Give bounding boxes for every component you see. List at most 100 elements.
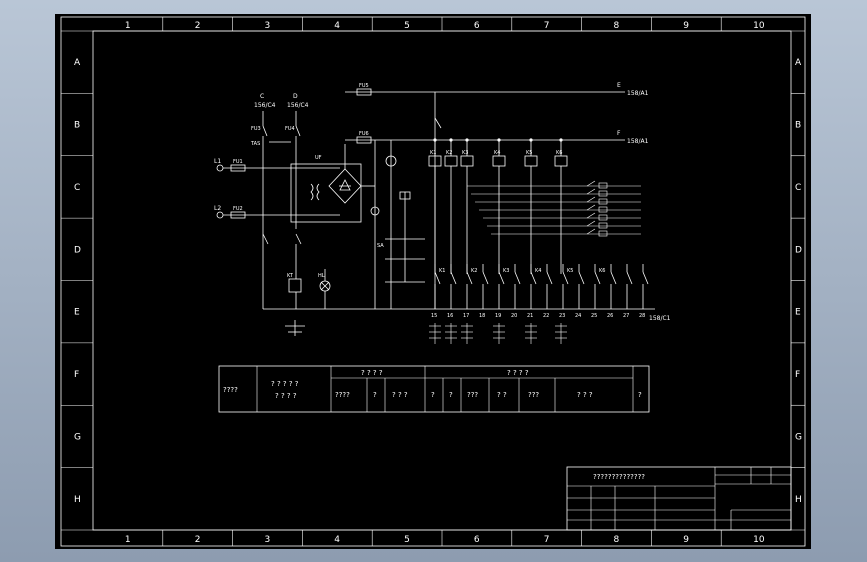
table-cell-last: ? <box>638 391 642 399</box>
zone-column-top: 5 <box>404 21 410 31</box>
title-text: ?????????????? <box>593 473 645 481</box>
relay-label: K2 <box>446 150 452 156</box>
title-block-border <box>566 466 792 531</box>
zone-row-right: G <box>795 432 802 442</box>
fuse-fu1 <box>230 164 246 172</box>
meter-a <box>385 155 397 167</box>
terminal-number: 17 <box>463 313 469 319</box>
zone-column-top: 3 <box>265 21 271 31</box>
label-bus-e-ref: 158/A1 <box>627 90 649 97</box>
zone-column-top: 4 <box>334 21 340 31</box>
contact-label: K5 <box>567 268 573 274</box>
coil-kt <box>288 278 302 293</box>
relay-coil <box>444 155 458 167</box>
legend-contact <box>586 180 596 187</box>
junction-dot <box>465 138 469 142</box>
junction-dot <box>433 138 437 142</box>
table-cell-c1: ???? <box>223 386 238 394</box>
junction-dot <box>559 138 563 142</box>
zone-row-right: F <box>795 370 800 380</box>
relay-label: K3 <box>462 150 468 156</box>
legend-box <box>598 222 608 229</box>
rectifier-block: UF <box>290 144 375 223</box>
table-cell-g2c: ??? <box>467 391 478 399</box>
fuse-fu6 <box>356 136 372 144</box>
legend-box <box>598 198 608 205</box>
legend-box <box>598 214 608 221</box>
zone-column-bottom: 1 <box>125 535 131 545</box>
zone-row-left: A <box>74 58 81 68</box>
label-tas: TAS <box>250 141 260 147</box>
contact-blade <box>562 271 569 285</box>
contact-blade <box>482 271 489 285</box>
label-fu6: FU6 <box>359 131 369 137</box>
switch-main <box>434 117 442 129</box>
relay-label: K6 <box>556 150 562 156</box>
table-cell-c2b: ? ? ? ? <box>275 392 297 400</box>
legend-contact <box>586 204 596 211</box>
zone-column-top: 9 <box>683 21 689 31</box>
terminal-number: 22 <box>543 313 549 319</box>
label-d-ref: 156/C4 <box>287 102 309 109</box>
contact-blade <box>466 271 473 285</box>
zone-row-right: H <box>795 495 802 505</box>
zone-column-bottom: 6 <box>474 535 480 545</box>
label-fu3: FU3 <box>251 126 261 132</box>
label-fu4: FU4 <box>285 126 295 132</box>
zone-row-left: F <box>74 370 79 380</box>
label-kt: KT <box>287 273 294 279</box>
zone-column-bottom: 3 <box>265 535 271 545</box>
zone-row-left: C <box>74 183 80 193</box>
terminal-number: 25 <box>591 313 597 319</box>
contact-blade <box>434 271 441 285</box>
contact-blade <box>450 271 457 285</box>
label-fu1: FU1 <box>233 159 243 165</box>
zone-column-top: 7 <box>544 21 550 31</box>
contact-blade <box>642 271 649 285</box>
fuse-fu5 <box>356 88 372 96</box>
fuse-fu2 <box>230 211 246 219</box>
title-block: ?????????????? <box>566 466 792 531</box>
label-l2: L2 <box>214 205 221 212</box>
zone-column-bottom: 4 <box>334 535 340 545</box>
relay-label: K5 <box>526 150 532 156</box>
table-cell-c2a: ? ? ? ? ? <box>271 380 299 388</box>
terminal-number: 21 <box>527 313 533 319</box>
contact-blade <box>578 271 585 285</box>
legend-box <box>598 206 608 213</box>
relay-coil <box>460 155 474 167</box>
table-cell-g1b: ? <box>373 391 377 399</box>
component-table: ???? ? ? ? ? ? ? ? ? ? ? ? ? ? ???? ? ? … <box>218 365 650 413</box>
terminal-number: 19 <box>495 313 501 319</box>
table-cell-g2: ? ? ? ? <box>507 369 529 377</box>
contact-lower-d <box>295 233 302 245</box>
zone-row-left: E <box>74 308 80 318</box>
zone-column-bottom: 7 <box>544 535 550 545</box>
junction-dot <box>497 138 501 142</box>
terminal-number: 27 <box>623 313 629 319</box>
table-cell-g2e: ??? <box>528 391 539 399</box>
terminal-number: 24 <box>575 313 581 319</box>
junction-dot <box>449 138 453 142</box>
terminal-number: 20 <box>511 313 517 319</box>
sa-relay <box>399 191 411 200</box>
terminal-number: 26 <box>607 313 613 319</box>
zone-column-top: 2 <box>195 21 201 31</box>
terminal-number: 28 <box>639 313 645 319</box>
contact-label: K1 <box>439 268 445 274</box>
zone-column-top: 8 <box>614 21 620 31</box>
relay-coil <box>554 155 568 167</box>
circuit-left: L1 FU1 L2 FU2 C 156/C4 D 156/C4 FU3 FU4 … <box>214 93 395 336</box>
zone-column-bottom: 8 <box>614 535 620 545</box>
table-border <box>218 365 650 413</box>
label-sa: SA <box>377 243 384 249</box>
terminal-l2 <box>216 211 224 219</box>
zone-column-bottom: 9 <box>683 535 689 545</box>
contact-label: K4 <box>535 268 541 274</box>
label-d: D <box>293 93 298 100</box>
